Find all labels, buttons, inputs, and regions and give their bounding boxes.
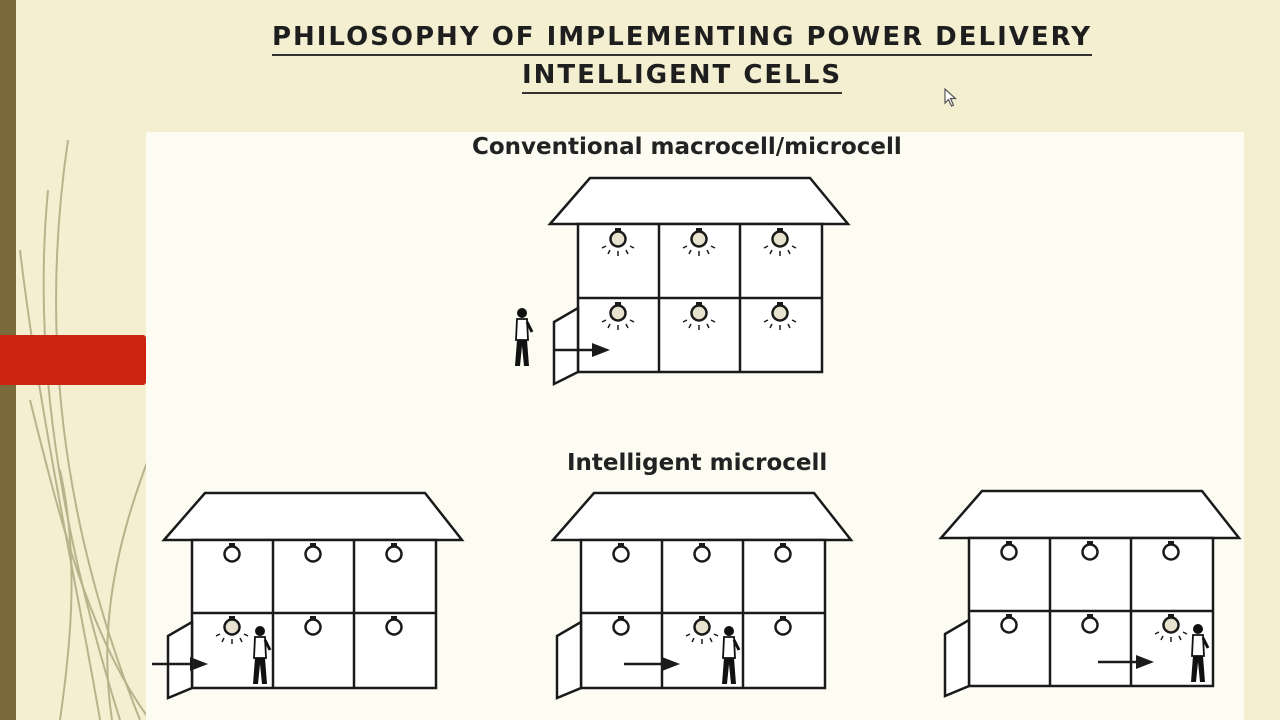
mouse-cursor-icon — [944, 88, 958, 107]
intelligent-building-2 — [550, 491, 854, 700]
intelligent-building-3 — [938, 489, 1242, 698]
red-accent-tab — [0, 335, 146, 385]
person-figure — [513, 306, 534, 368]
intelligent-building-1 — [161, 491, 465, 700]
slide-title-line-2: INTELLIGENT CELLS — [0, 60, 1280, 94]
intelligent-cell-label: Intelligent microcell — [567, 450, 828, 476]
conventional-cell-label: Conventional macrocell/microcell — [472, 134, 902, 160]
decorative-grass — [19, 139, 151, 720]
slide-title-line-1: PHILOSOPHY OF IMPLEMENTING POWER DELIVER… — [0, 22, 1280, 56]
conventional-building — [547, 176, 851, 387]
